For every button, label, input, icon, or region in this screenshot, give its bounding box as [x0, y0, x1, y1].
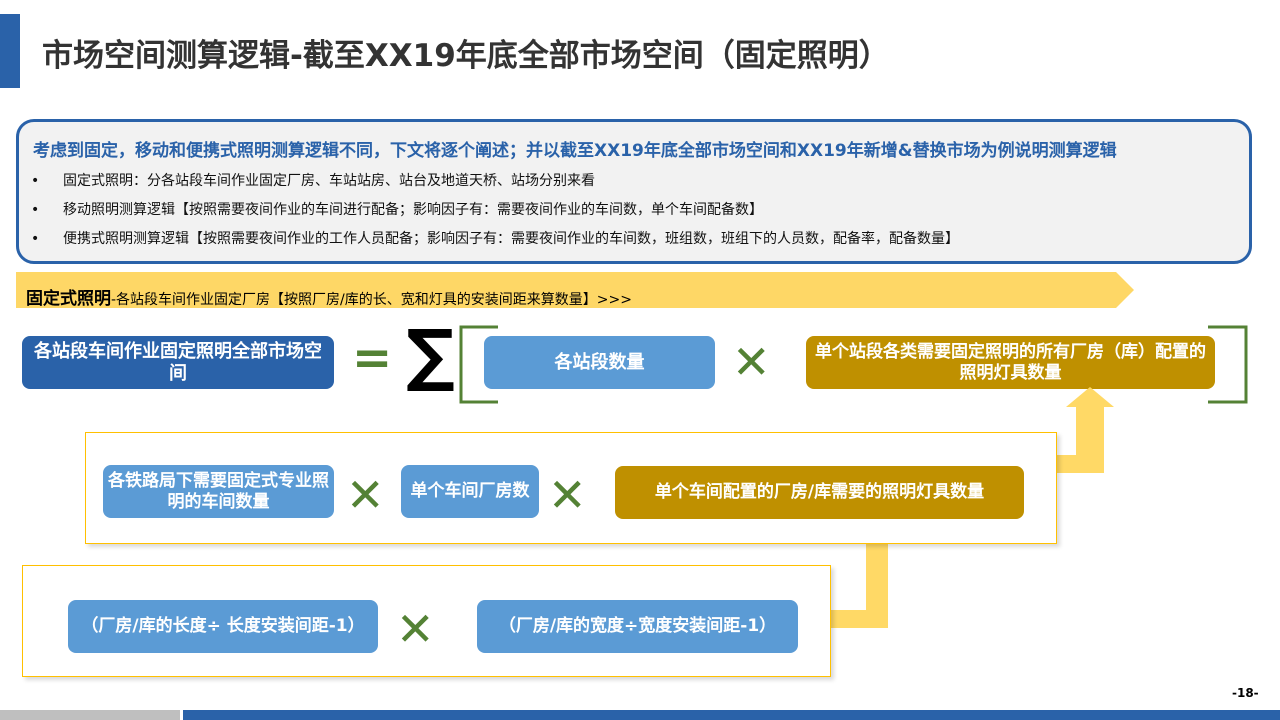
title-accent-bar — [0, 14, 20, 88]
bullet-item: •固定式照明：分各站段车间作业固定厂房、车站站房、站台及地道天桥、站场分别来看 — [31, 173, 595, 189]
page-title: 市场空间测算逻辑-截至XX19年底全部市场空间（固定照明） — [42, 38, 890, 74]
fixtures-per-plant-box: 单个车间配置的厂房/库需要的照明灯具数量 — [615, 466, 1024, 519]
bullet-item: •便携式照明测算逻辑【按照需要夜间作业的工作人员配备；影响因子有：需要夜间作业的… — [31, 231, 959, 247]
multiply-icon: ✕ — [548, 468, 587, 522]
workshop-count-box: 各铁路局下需要固定式专业照明的车间数量 — [103, 465, 334, 518]
width-formula-box: （厂房/库的宽度÷宽度安装间距-1） — [477, 600, 798, 653]
sigma-icon: ∑ — [406, 316, 455, 395]
bracket-group — [459, 325, 1248, 404]
section-banner-text: 固定式照明-各站段车间作业固定厂房【按照厂房/库的长、宽和灯具的安装间距来算数量… — [26, 289, 632, 309]
bullet-item: •移动照明测算逻辑【按照需要夜间作业的车间进行配备；影响因子有：需要夜间作业的车… — [31, 202, 763, 218]
footer-bar-left — [0, 710, 180, 720]
multiply-icon: ✕ — [732, 335, 771, 389]
multiply-icon: ✕ — [396, 602, 435, 656]
plants-per-workshop-box: 单个车间厂房数 — [401, 465, 539, 518]
length-formula-box: （厂房/库的长度÷ 长度安装间距-1） — [68, 600, 378, 653]
equals-sign: = — [352, 330, 393, 386]
intro-panel: 考虑到固定，移动和便携式照明测算逻辑不同，下文将逐个阐述；并以截至XX19年底全… — [16, 119, 1252, 264]
fixtures-per-station-box: 单个站段各类需要固定照明的所有厂房（库）配置的照明灯具数量 — [806, 336, 1215, 389]
total-market-box: 各站段车间作业固定照明全部市场空间 — [22, 336, 334, 389]
section-banner — [16, 272, 1134, 308]
intro-heading: 考虑到固定，移动和便携式照明测算逻辑不同，下文将逐个阐述；并以截至XX19年底全… — [33, 141, 1117, 161]
footer-bar-right — [183, 710, 1280, 720]
page-number: -18- — [1232, 686, 1259, 700]
multiply-icon: ✕ — [346, 468, 385, 522]
flow-arrows — [830, 387, 1114, 628]
station-count-box: 各站段数量 — [484, 336, 715, 389]
